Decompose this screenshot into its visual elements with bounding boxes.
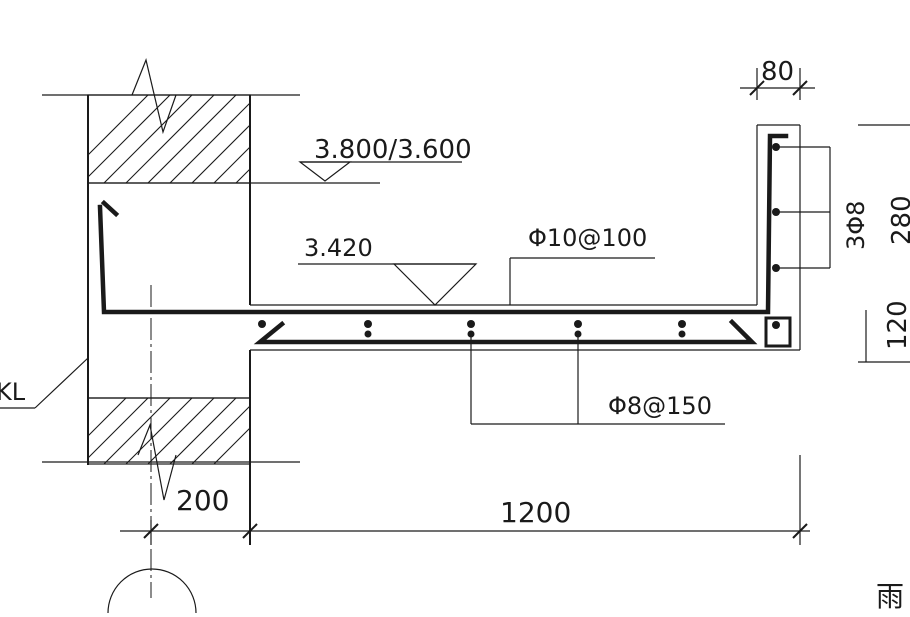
hatch-lower xyxy=(88,398,250,464)
dimension-horizontal xyxy=(120,455,810,545)
axis-bubble xyxy=(107,568,197,614)
slab-thickness-label: 120 xyxy=(883,300,910,350)
wall-thickness-label: 200 xyxy=(176,484,229,517)
stirrup xyxy=(764,316,792,348)
dimension-vertical xyxy=(858,124,910,363)
cantilever-length-label: 1200 xyxy=(500,496,571,529)
upturn-width-label: 80 xyxy=(761,57,794,87)
break-symbol-top xyxy=(131,58,177,135)
top-rebar xyxy=(97,133,789,315)
leader-lines xyxy=(0,146,831,425)
hatch-upper xyxy=(88,95,250,183)
bottom-rebar-label: Φ8@150 xyxy=(608,392,712,420)
top-rebar-label: Φ10@100 xyxy=(528,224,647,252)
beam-label: KL xyxy=(0,378,26,406)
elevation-top-label: 3.800/3.600 xyxy=(314,135,472,165)
bottom-rebar xyxy=(253,318,758,345)
masonry-lower-outline xyxy=(87,397,251,465)
edge-character: 雨 xyxy=(876,580,904,613)
masonry-upper-outline xyxy=(87,94,251,184)
upturn-height-label: 280 xyxy=(887,195,910,245)
distribution-bars xyxy=(258,143,780,338)
slab-outline xyxy=(250,124,801,351)
elevation-marker-top xyxy=(298,161,462,182)
break-symbol-bottom xyxy=(137,422,177,501)
rebar-hook xyxy=(100,199,120,218)
dimension-upturn-width xyxy=(740,68,815,100)
upturn-rebar-label: 3Φ8 xyxy=(842,201,870,250)
elevation-slab-label: 3.420 xyxy=(304,234,373,262)
elevation-marker-slab xyxy=(298,263,478,306)
